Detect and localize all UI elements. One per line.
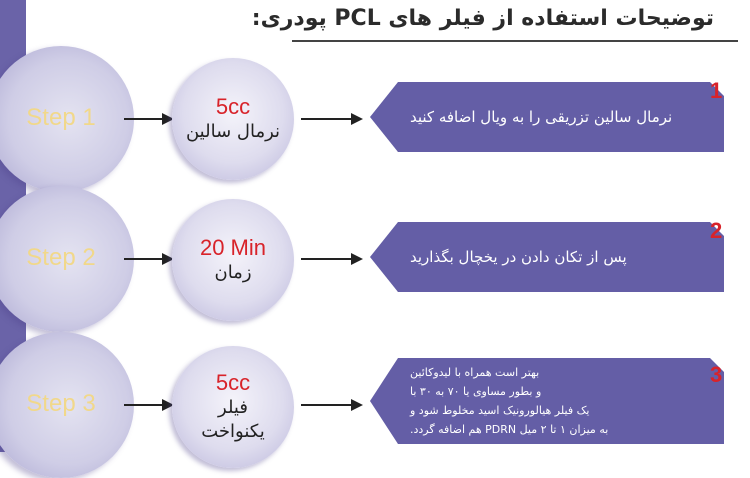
step-1-value: 5cc — [215, 94, 251, 119]
step-3-instruction-line: و بطور مساوی یا ۷۰ به ۳۰ با — [410, 385, 542, 398]
step-3-text-line1: فیلر — [218, 397, 248, 418]
step-1-instruction-box: نرمال سالین تزریقی را به ویال اضافه کنید — [370, 82, 724, 152]
arrow-icon — [301, 113, 363, 125]
step-3-detail-circle: 5cc فیلر یکنواخت — [172, 346, 294, 468]
step-2-instruction: پس از تکان دادن در یخچال بگذارید — [410, 248, 627, 266]
title-rule — [292, 40, 738, 42]
step-2-number: 2 — [710, 218, 723, 243]
step-2-detail-circle: 20 Min زمان — [172, 199, 294, 321]
step-1-text: نرمال سالین — [185, 121, 281, 142]
arrow-icon — [301, 253, 363, 265]
step-2-text: زمان — [214, 262, 252, 283]
step-2-label: Step 2 — [26, 244, 96, 271]
arrow-icon — [124, 253, 174, 265]
step-3-instruction-box: بهتر است همراه با لیدوکائین و بطور مساوی… — [370, 358, 724, 444]
step-2-value: 20 Min — [199, 235, 267, 260]
arrow-icon — [301, 399, 363, 411]
step-3-instruction-line: بهتر است همراه با لیدوکائین — [410, 366, 540, 379]
step-1-number: 1 — [710, 78, 723, 103]
page-title: توضیحات استفاده از فیلر های PCL پودری: — [251, 6, 714, 31]
step-2-instruction-box: پس از تکان دادن در یخچال بگذارید — [370, 222, 724, 292]
arrow-icon — [124, 399, 174, 411]
step-3-instruction: بهتر است همراه با لیدوکائین و بطور مساوی… — [410, 358, 696, 444]
step-1-label: Step 1 — [26, 104, 96, 131]
step-1-circle — [0, 46, 134, 192]
arrow-icon — [124, 113, 174, 125]
step-3-text-line2: یکنواخت — [201, 421, 265, 442]
step-2-circle — [0, 186, 134, 332]
step-3-number: 3 — [710, 362, 723, 387]
step-3-value: 5cc — [215, 370, 251, 395]
step-1-instruction: نرمال سالین تزریقی را به ویال اضافه کنید — [410, 108, 673, 126]
step-3-instruction-line: به میزان ۱ تا ۲ میل PDRN هم اضافه گردد. — [410, 423, 609, 436]
step-3-instruction-line: یک فیلر هیالورونیک اسید مخلوط شود و — [410, 404, 590, 417]
step-3-label: Step 3 — [26, 390, 96, 417]
step-1-detail-circle: 5cc نرمال سالین — [172, 58, 294, 180]
